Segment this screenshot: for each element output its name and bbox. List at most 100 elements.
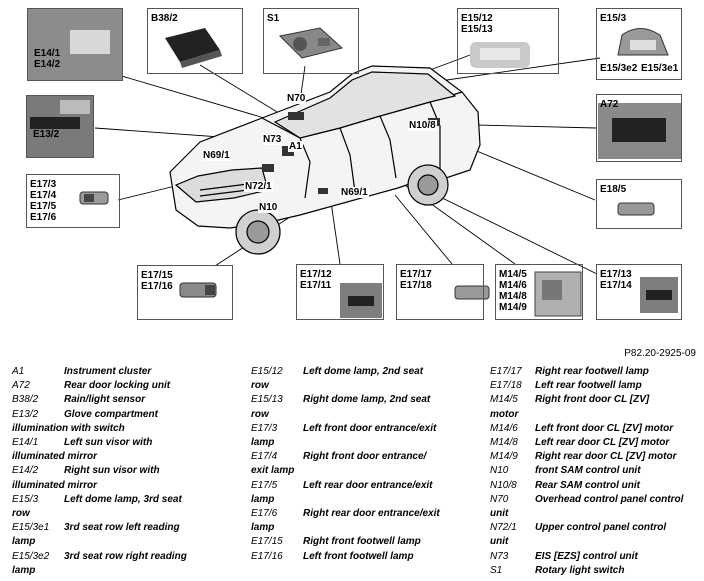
legend-entry-continuation: lamp <box>12 536 36 548</box>
box-door-lock-motors-label-1: M14/5 <box>499 269 527 280</box>
box-dome-lamp-3rd-row-label-e2: E15/3e2 <box>600 63 638 74</box>
legend-description: Instrument cluster <box>64 366 152 377</box>
box-dome-lamp-3rd-row-label-e1: E15/3e1 <box>641 63 679 74</box>
box-entrance-lamps-label-1: E17/3 <box>30 179 57 190</box>
legend-entry-continuation: exit lamp <box>251 465 295 477</box>
box-footwell-lamps-e17-13-label-1: E17/13 <box>600 269 632 280</box>
legend-code: E17/5 <box>251 479 278 491</box>
box-front-footwell-label-1: E17/15 <box>141 270 173 281</box>
legend-description: Right front door CL [ZV] <box>535 394 650 406</box>
legend-code: E17/16 <box>251 550 283 562</box>
box-lock-unit-label: A72 <box>600 99 619 110</box>
legend-description: Left front footwell lamp <box>303 550 414 562</box>
box-door-lock-motors-label-4: M14/9 <box>499 302 527 313</box>
legend-code: M14/8 <box>490 437 518 449</box>
box-footwell-lamps-e17-13: E17/13 E17/14 <box>596 264 682 320</box>
callout-n72-1: N72/1 <box>244 181 273 192</box>
box-entrance-lamps-label-4: E17/6 <box>30 212 57 223</box>
box-glove-compartment: E13/2 <box>26 95 94 158</box>
legend-entry-continuation: row <box>12 508 30 520</box>
box-light-switch: S1 <box>263 8 359 74</box>
box-sun-visor: E14/1 E14/2 <box>27 8 123 81</box>
box-sun-visor-label-2: E14/2 <box>34 59 61 70</box>
legend-entry: E17/17 Right rear footwell lamp <box>490 365 702 379</box>
legend-entry: N72/1 Upper control panel control <box>490 521 702 535</box>
legend-code: E14/1 <box>12 437 39 449</box>
callout-n10-8: N10/8 <box>408 120 437 131</box>
legend-description: Right rear footwell lamp <box>535 366 649 377</box>
legend-description: 3rd seat row right reading <box>64 550 187 562</box>
box-rear-footwell-2: E17/17 E17/18 <box>396 264 484 320</box>
legend-entry-continuation: illumination with switch <box>12 422 125 434</box>
legend-entry-continuation: unit <box>490 536 509 548</box>
legend-entry-continuation: lamp <box>12 564 36 576</box>
legend-code: E17/4 <box>251 451 278 463</box>
box-dome-lamp-2nd-row: E15/12 E15/13 <box>457 8 559 74</box>
legend-description: Right rear door CL [ZV] motor <box>535 451 677 463</box>
legend-description: Rear SAM control unit <box>535 479 641 491</box>
legend-description: Left rear door CL [ZV] motor <box>535 437 670 449</box>
callout-n69-1-front: N69/1 <box>202 150 231 161</box>
legend-entry-continuation: row <box>251 380 269 392</box>
legend-code: E17/6 <box>251 508 278 520</box>
vehicle-wheels <box>235 164 449 255</box>
legend-description: Left rear door entrance/exit <box>303 479 433 491</box>
legend-code: N72/1 <box>490 522 517 534</box>
callout-n70: N70 <box>286 93 307 104</box>
legend-entry-continuation: unit <box>490 508 509 520</box>
legend-description: EIS [EZS] control unit <box>535 550 638 562</box>
box-entrance-lamps: E17/3 E17/4 E17/5 E17/6 <box>26 174 120 228</box>
legend-code: E17/3 <box>251 422 278 434</box>
legend-description: Overhead control panel control <box>535 493 684 505</box>
legend-description: Right dome lamp, 2nd seat <box>303 394 431 406</box>
box-dome-lamp-2nd-row-label-2: E15/13 <box>461 24 493 35</box>
legend-description: Rear door locking unit <box>64 380 171 392</box>
legend-description: Upper control panel control <box>535 522 667 534</box>
legend-description: Left front door CL [ZV] motor <box>535 422 674 434</box>
legend-code: E15/13 <box>251 394 283 406</box>
box-rear-footwell-1-label-1: E17/12 <box>300 269 332 280</box>
legend-description: Right front door entrance/ <box>303 451 427 463</box>
legend-entry-continuation: illuminated mirror <box>12 479 98 491</box>
legend-code: S1 <box>490 564 503 576</box>
figure-reference: P82.20-2925-09 <box>624 348 696 359</box>
legend-description: Left front door entrance/exit <box>303 422 437 434</box>
box-rear-entrance-lamp: E18/5 <box>596 179 682 229</box>
box-glove-compartment-label: E13/2 <box>33 129 60 140</box>
box-door-lock-motors: M14/5 M14/6 M14/8 M14/9 <box>495 264 583 320</box>
box-footwell-lamps-e17-13-label-2: E17/14 <box>600 280 632 291</box>
callout-n69-1-rear: N69/1 <box>340 187 369 198</box>
legend-entry-continuation: illuminated mirror <box>12 451 98 463</box>
legend-description: front SAM control unit <box>535 465 641 477</box>
legend-entry: E15/13 Right dome lamp, 2nd seat <box>251 393 487 407</box>
box-light-switch-label: S1 <box>267 13 280 24</box>
box-dome-lamp-2nd-row-label-1: E15/12 <box>461 13 493 24</box>
legend-code: A72 <box>12 380 30 392</box>
box-dome-lamp-3rd-row: E15/3 E15/3e2 E15/3e1 <box>596 8 682 80</box>
legend-code: E15/3e1 <box>12 522 50 534</box>
legend-description: 3rd seat row left reading <box>64 522 180 534</box>
legend-code: E15/3e2 <box>12 550 50 562</box>
box-rear-footwell-1: E17/12 E17/11 <box>296 264 384 320</box>
legend-description: Left rear footwell lamp <box>535 380 642 392</box>
legend-code: E14/2 <box>12 465 39 477</box>
callout-n10: N10 <box>258 202 279 213</box>
legend-code: E17/17 <box>490 366 522 377</box>
legend-description: Left dome lamp, 3rd seat <box>64 493 182 505</box>
box-front-footwell: E17/15 E17/16 <box>137 265 233 320</box>
legend-entry: E17/16 Left front footwell lamp <box>251 550 487 564</box>
legend-description: Rain/light sensor <box>64 394 146 406</box>
legend-description: Left dome lamp, 2nd seat <box>303 366 424 377</box>
